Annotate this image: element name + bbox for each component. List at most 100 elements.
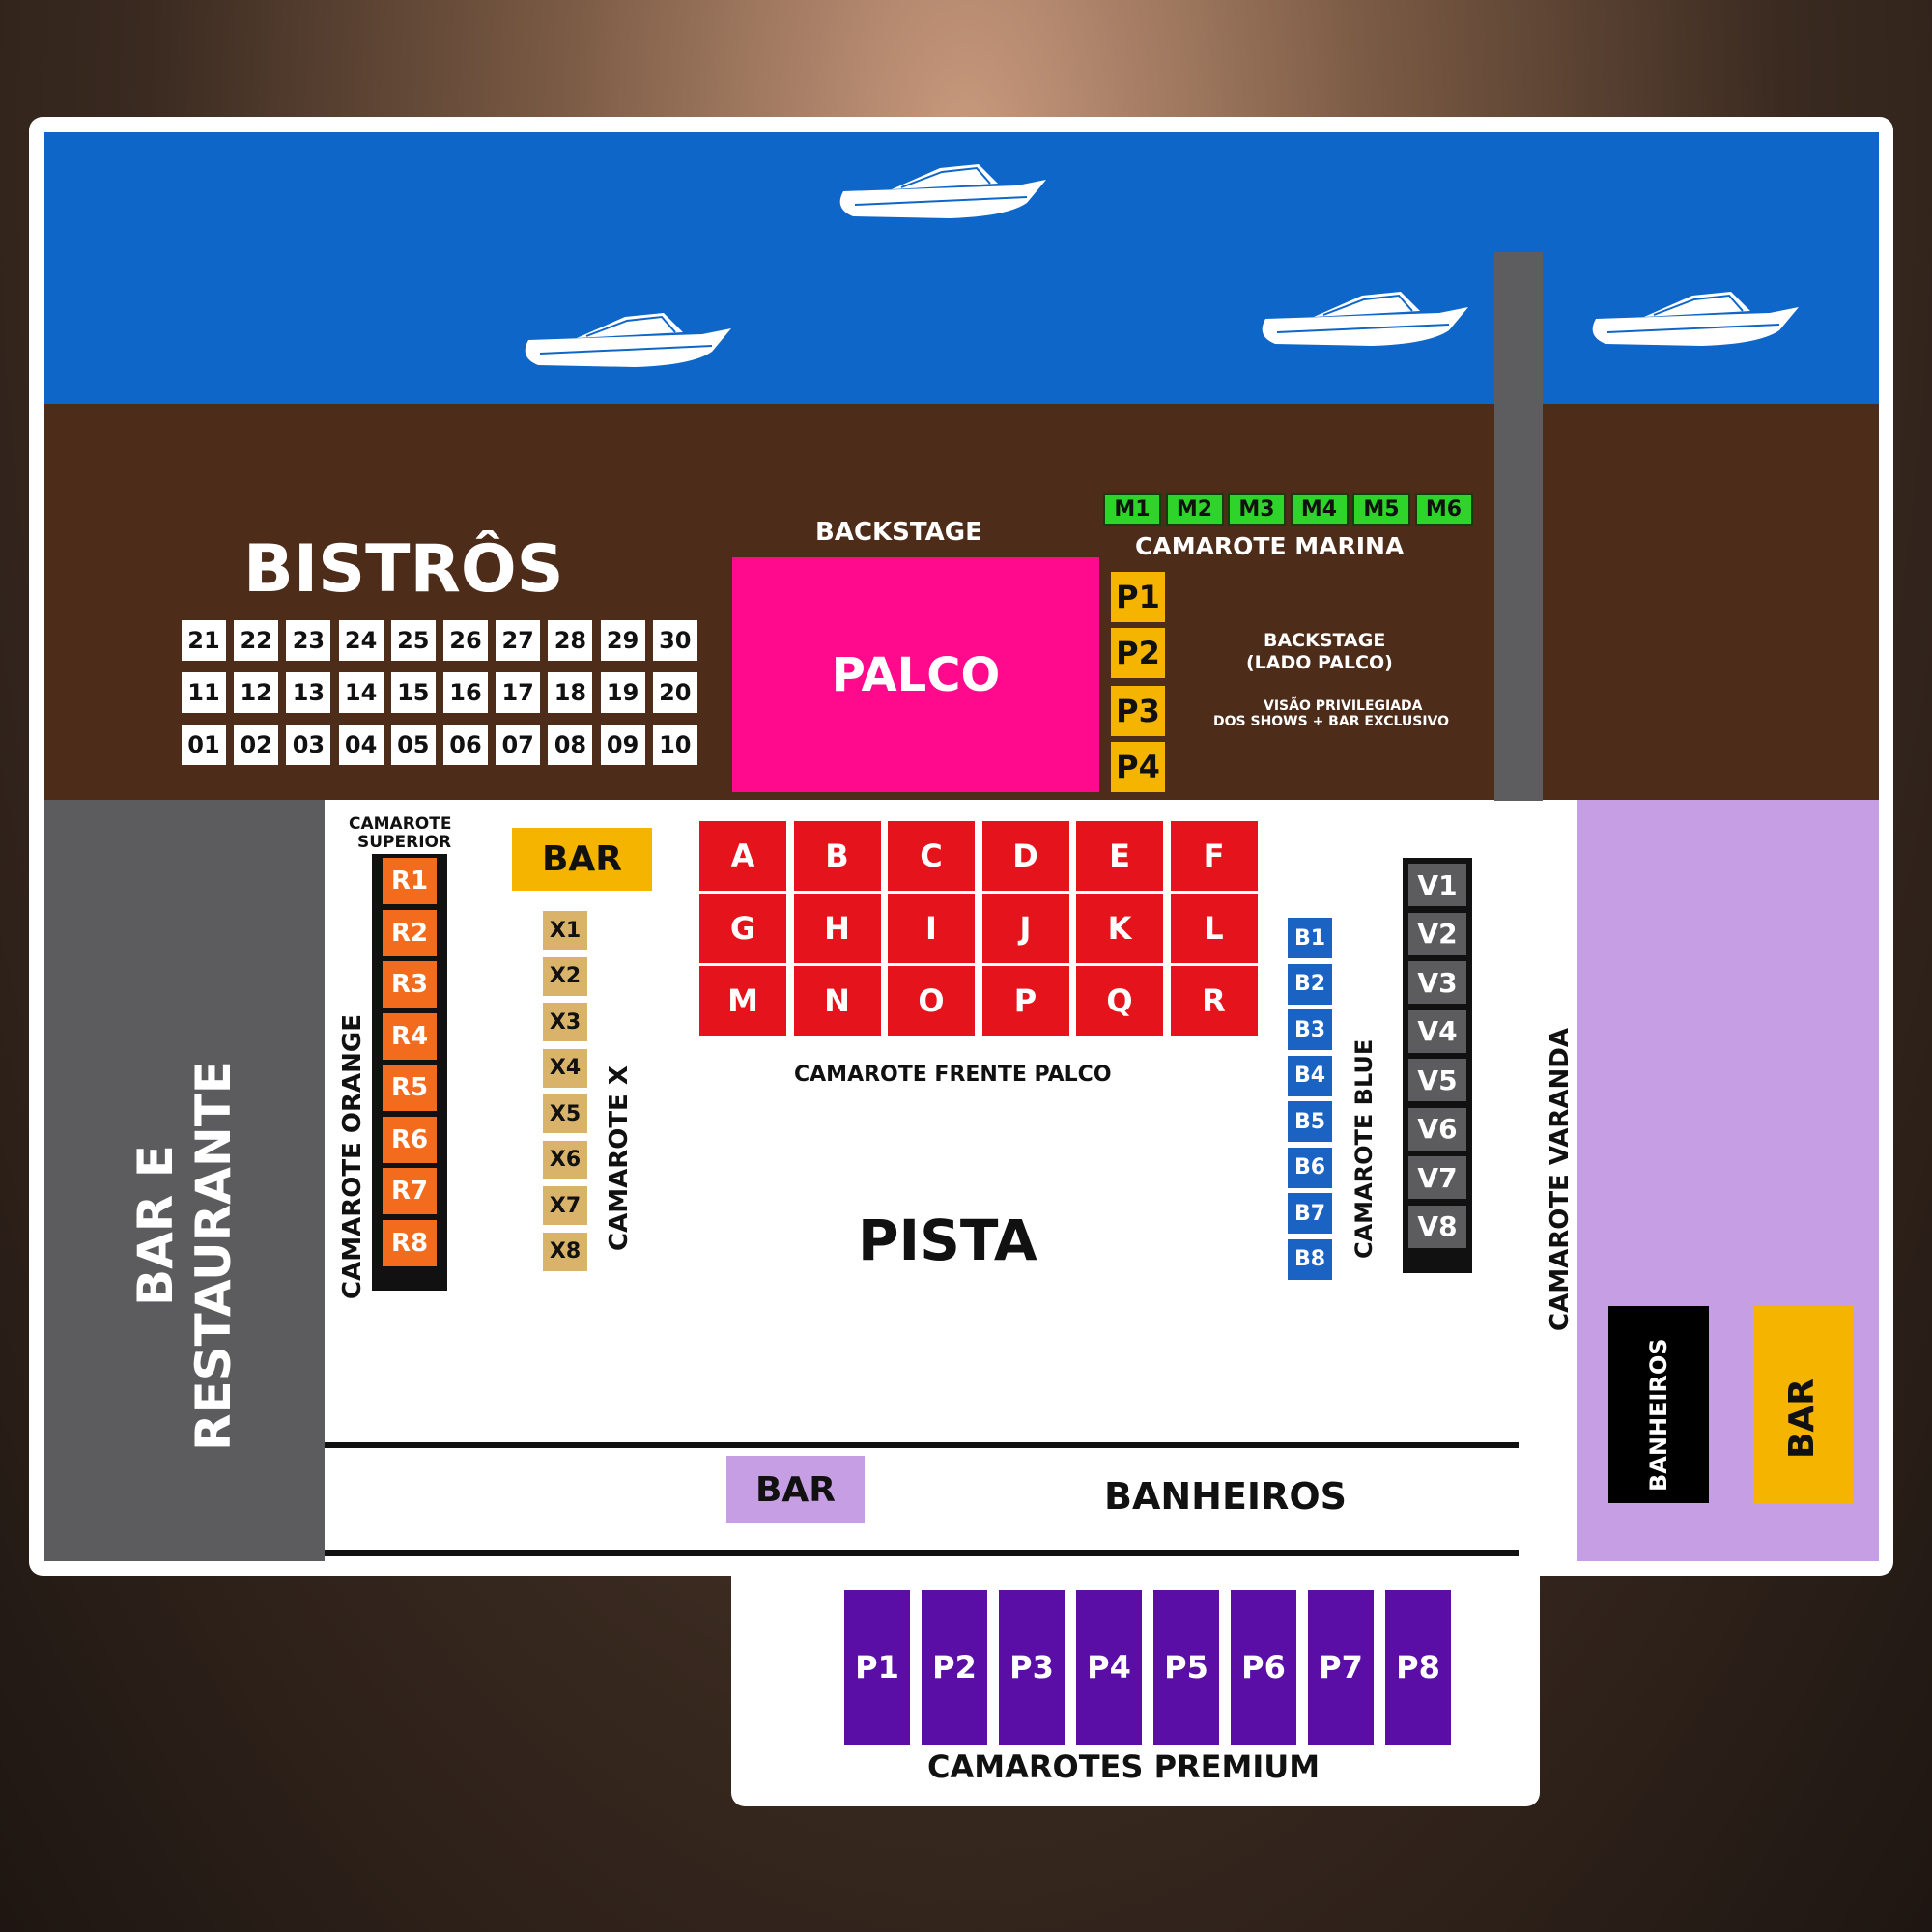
bar-bottom[interactable]: BAR <box>726 1456 865 1523</box>
bistro-13[interactable]: 13 <box>284 670 333 715</box>
camarote-premium-p4[interactable]: P4 <box>1076 1590 1142 1745</box>
camarote-frente-palco-p[interactable]: P <box>981 966 1069 1036</box>
stage[interactable]: PALCO <box>732 557 1099 792</box>
camarote-v-v8[interactable]: V8 <box>1408 1205 1466 1248</box>
camarote-premium-p7[interactable]: P7 <box>1308 1590 1374 1745</box>
camarote-blue-b2[interactable]: B2 <box>1288 963 1332 1005</box>
bistro-09[interactable]: 09 <box>598 723 647 767</box>
camarote-v-v3[interactable]: V3 <box>1408 961 1466 1004</box>
bistro-18[interactable]: 18 <box>546 670 595 715</box>
camarote-frente-palco-d[interactable]: D <box>981 821 1069 891</box>
camarote-x-x2[interactable]: X2 <box>543 956 587 996</box>
camarote-frente-palco-a[interactable]: A <box>699 821 786 891</box>
bistro-04[interactable]: 04 <box>336 723 385 767</box>
camarote-orange-r2[interactable]: R2 <box>383 909 437 956</box>
camarote-x-x8[interactable]: X8 <box>543 1232 587 1271</box>
stage-side-p2[interactable]: P2 <box>1111 628 1165 678</box>
camarote-v-v4[interactable]: V4 <box>1408 1009 1466 1053</box>
camarote-v-v5[interactable]: V5 <box>1408 1059 1466 1101</box>
camarote-premium-p2[interactable]: P2 <box>922 1590 987 1745</box>
bistro-02[interactable]: 02 <box>232 723 281 767</box>
camarote-v-v6[interactable]: V6 <box>1408 1107 1466 1151</box>
bistro-22[interactable]: 22 <box>232 618 281 663</box>
bistro-17[interactable]: 17 <box>494 670 543 715</box>
marina-m6[interactable]: M6 <box>1414 493 1473 526</box>
camarote-orange-r5[interactable]: R5 <box>383 1065 437 1111</box>
bistro-21[interactable]: 21 <box>180 618 228 663</box>
stage-side-p1[interactable]: P1 <box>1111 572 1165 622</box>
camarote-orange-r7[interactable]: R7 <box>383 1168 437 1214</box>
camarote-blue-b7[interactable]: B7 <box>1288 1193 1332 1234</box>
banheiros-side[interactable]: BANHEIROS <box>1608 1306 1709 1503</box>
camarote-blue-b4[interactable]: B4 <box>1288 1055 1332 1096</box>
bistro-08[interactable]: 08 <box>546 723 595 767</box>
camarote-v-v7[interactable]: V7 <box>1408 1156 1466 1199</box>
camarote-orange-r1[interactable]: R1 <box>383 858 437 904</box>
bar-side[interactable]: BAR <box>1753 1306 1854 1503</box>
camarote-blue-b1[interactable]: B1 <box>1288 918 1332 958</box>
camarote-orange-r6[interactable]: R6 <box>383 1116 437 1163</box>
bistro-16[interactable]: 16 <box>441 670 490 715</box>
camarote-x-x6[interactable]: X6 <box>543 1140 587 1179</box>
bistro-05[interactable]: 05 <box>388 723 438 767</box>
marina-m4[interactable]: M4 <box>1290 493 1349 526</box>
camarote-blue-b3[interactable]: B3 <box>1288 1009 1332 1050</box>
bistro-27[interactable]: 27 <box>494 618 543 663</box>
camarote-v-v2[interactable]: V2 <box>1408 912 1466 955</box>
camarote-frente-palco-q[interactable]: Q <box>1076 966 1163 1036</box>
camarote-premium-p6[interactable]: P6 <box>1231 1590 1296 1745</box>
camarote-v-v1[interactable]: V1 <box>1408 864 1466 906</box>
camarote-frente-palco-l[interactable]: L <box>1170 894 1258 963</box>
bistro-15[interactable]: 15 <box>388 670 438 715</box>
camarote-frente-palco-j[interactable]: J <box>981 894 1069 963</box>
camarote-premium-p5[interactable]: P5 <box>1153 1590 1219 1745</box>
bistro-11[interactable]: 11 <box>180 670 228 715</box>
marina-m2[interactable]: M2 <box>1165 493 1224 526</box>
bistro-10[interactable]: 10 <box>650 723 699 767</box>
camarote-frente-palco-g[interactable]: G <box>699 894 786 963</box>
marina-m5[interactable]: M5 <box>1352 493 1410 526</box>
bar-top[interactable]: BAR <box>512 828 652 891</box>
camarote-blue-b6[interactable]: B6 <box>1288 1147 1332 1188</box>
camarote-blue-b8[interactable]: B8 <box>1288 1238 1332 1280</box>
camarote-orange-r4[interactable]: R4 <box>383 1012 437 1060</box>
camarote-frente-palco-e[interactable]: E <box>1076 821 1163 891</box>
camarote-x-x3[interactable]: X3 <box>543 1003 587 1041</box>
bistro-14[interactable]: 14 <box>336 670 385 715</box>
bistro-19[interactable]: 19 <box>598 670 647 715</box>
camarote-blue-b5[interactable]: B5 <box>1288 1101 1332 1142</box>
camarote-orange-r3[interactable]: R3 <box>383 961 437 1008</box>
camarote-orange-r8[interactable]: R8 <box>383 1219 437 1266</box>
camarote-frente-palco-m[interactable]: M <box>699 966 786 1036</box>
bistro-29[interactable]: 29 <box>598 618 647 663</box>
bistro-07[interactable]: 07 <box>494 723 543 767</box>
bistro-12[interactable]: 12 <box>232 670 281 715</box>
camarote-premium-p1[interactable]: P1 <box>844 1590 910 1745</box>
bistro-24[interactable]: 24 <box>336 618 385 663</box>
bistro-20[interactable]: 20 <box>650 670 699 715</box>
camarote-x-x1[interactable]: X1 <box>543 911 587 950</box>
bar-restaurante[interactable] <box>44 800 325 1561</box>
camarote-frente-palco-b[interactable]: B <box>793 821 881 891</box>
camarote-x-x5[interactable]: X5 <box>543 1094 587 1133</box>
bistro-25[interactable]: 25 <box>388 618 438 663</box>
camarote-x-x7[interactable]: X7 <box>543 1186 587 1225</box>
camarote-frente-palco-i[interactable]: I <box>888 894 975 963</box>
camarote-frente-palco-r[interactable]: R <box>1170 966 1258 1036</box>
camarote-frente-palco-k[interactable]: K <box>1076 894 1163 963</box>
stage-side-p3[interactable]: P3 <box>1111 686 1165 736</box>
bistro-06[interactable]: 06 <box>441 723 490 767</box>
stage-side-p4[interactable]: P4 <box>1111 742 1165 792</box>
camarote-premium-p8[interactable]: P8 <box>1385 1590 1451 1745</box>
bistro-01[interactable]: 01 <box>180 723 228 767</box>
bistro-28[interactable]: 28 <box>546 618 595 663</box>
camarote-frente-palco-o[interactable]: O <box>888 966 975 1036</box>
bistro-03[interactable]: 03 <box>284 723 333 767</box>
camarote-frente-palco-c[interactable]: C <box>888 821 975 891</box>
marina-m1[interactable]: M1 <box>1103 493 1161 526</box>
marina-m3[interactable]: M3 <box>1228 493 1286 526</box>
camarote-premium-p3[interactable]: P3 <box>999 1590 1065 1745</box>
bistro-23[interactable]: 23 <box>284 618 333 663</box>
camarote-x-x4[interactable]: X4 <box>543 1048 587 1088</box>
camarote-frente-palco-h[interactable]: H <box>793 894 881 963</box>
